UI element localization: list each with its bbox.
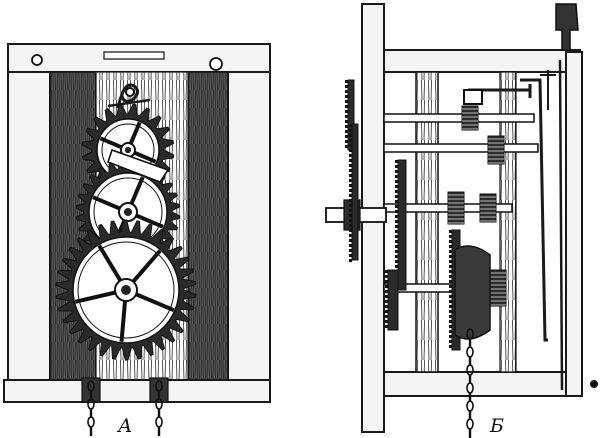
rear-post — [565, 51, 583, 397]
panel-label-a: А — [116, 415, 132, 437]
top-right-bolt — [209, 57, 223, 71]
side-bottom-beam — [383, 371, 581, 397]
side-top-beam — [383, 49, 581, 73]
weight-chain-side — [466, 328, 474, 438]
front-view-panel: А — [3, 43, 271, 437]
top-left-bolt — [31, 54, 43, 66]
left-post — [7, 71, 51, 383]
great-wheel-front — [55, 219, 197, 361]
edge-view-gears — [345, 79, 491, 351]
weight-chain-left — [87, 380, 95, 436]
panel-label-b: Б — [489, 415, 504, 437]
bottom-rail — [3, 379, 271, 403]
side-view-panel: Б — [325, 3, 598, 438]
weight-chain-right — [155, 380, 163, 436]
right-back-board — [187, 71, 229, 383]
right-post — [227, 71, 271, 383]
